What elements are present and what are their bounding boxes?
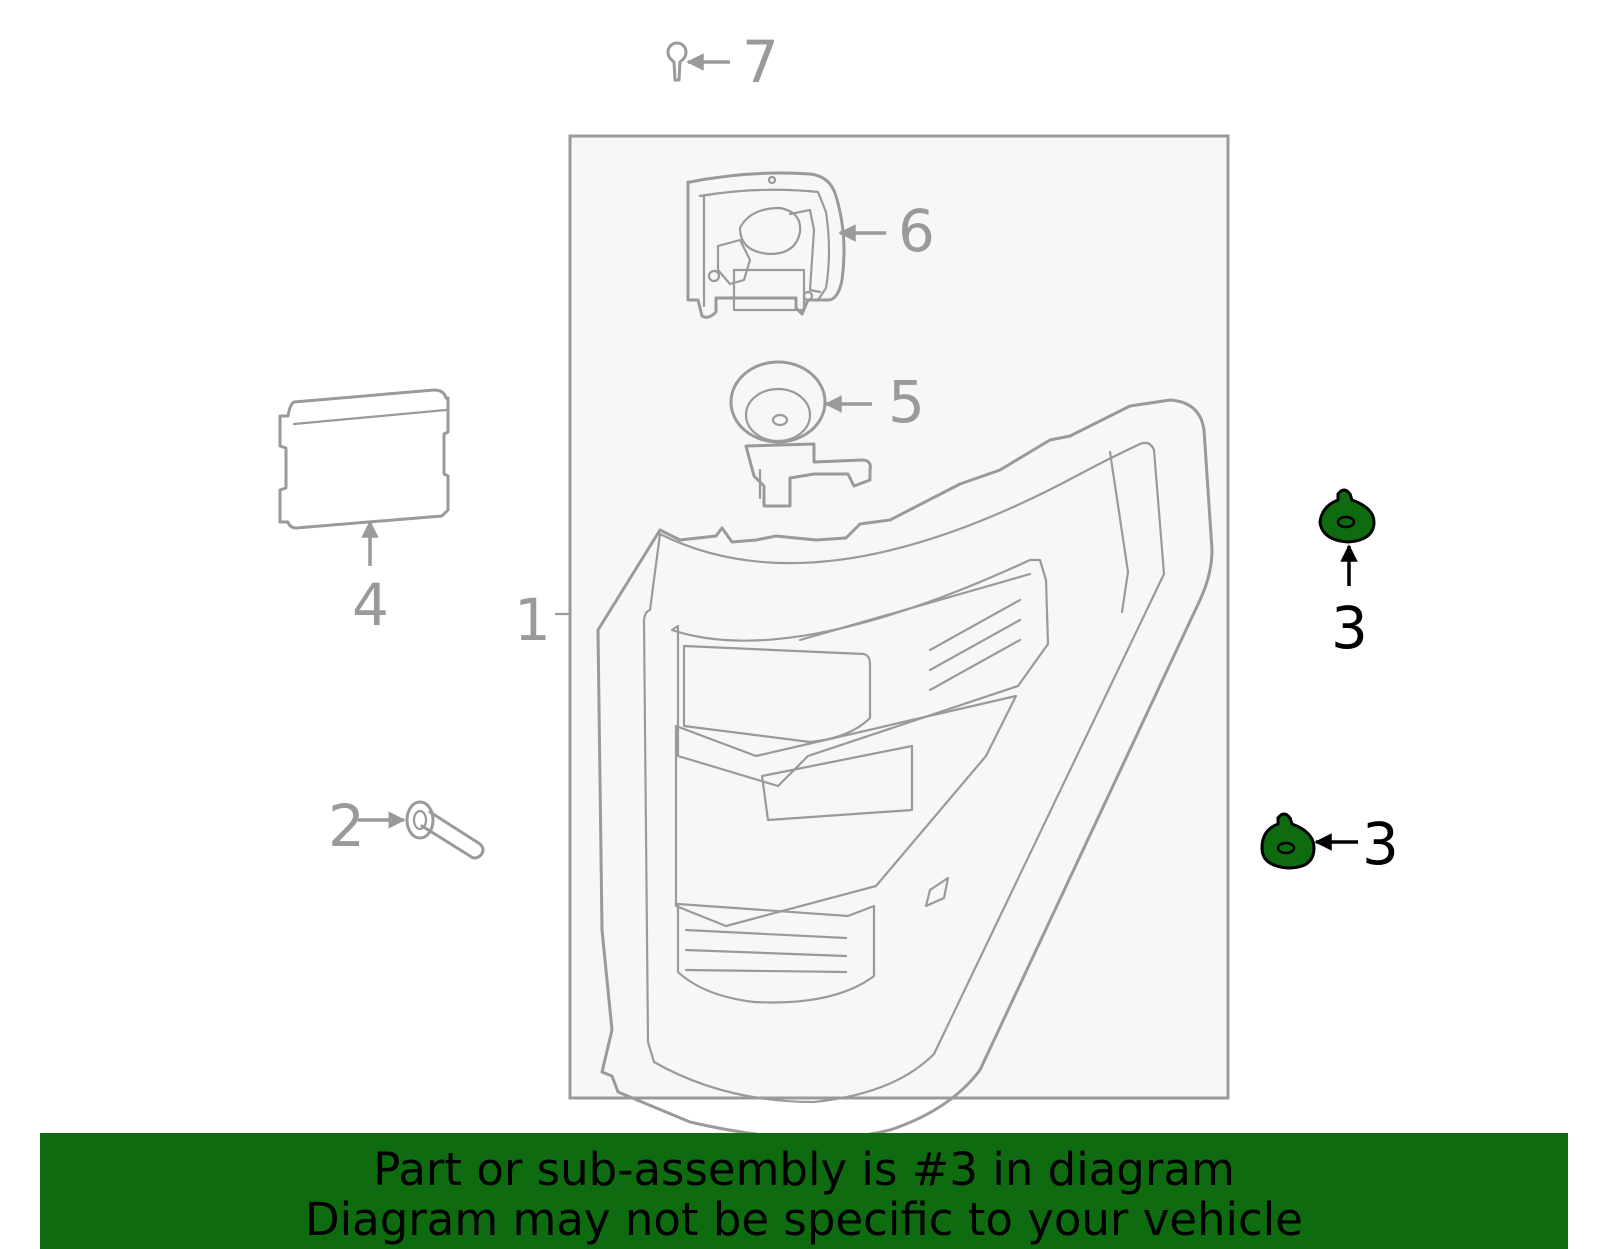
callout-5: 5 [888,368,925,436]
part-3-nut-lower[interactable] [1260,812,1358,870]
callout-3-upper: 3 [1331,594,1368,662]
assembly-box [568,134,1230,1100]
part-7-bulb[interactable] [666,41,730,82]
banner-line-2: Diagram may not be specific to your vehi… [305,1193,1303,1246]
info-banner: Part or sub-assembly is #3 in diagram Di… [40,1133,1568,1249]
part-3-nut-upper[interactable] [1318,488,1376,586]
callout-7: 7 [742,28,779,96]
callout-6: 6 [898,197,935,265]
part-2-screw[interactable] [358,800,485,860]
part-4-control-module[interactable] [278,388,450,566]
part-6-socket-housing[interactable] [686,171,886,319]
callout-2: 2 [328,792,365,860]
callout-4: 4 [352,571,389,639]
callout-1: 1 [514,586,551,654]
callout-3-lower: 3 [1362,810,1399,878]
banner-line-1: Part or sub-assembly is #3 in diagram [373,1143,1235,1196]
part-5-bulb-socket[interactable] [729,360,872,508]
